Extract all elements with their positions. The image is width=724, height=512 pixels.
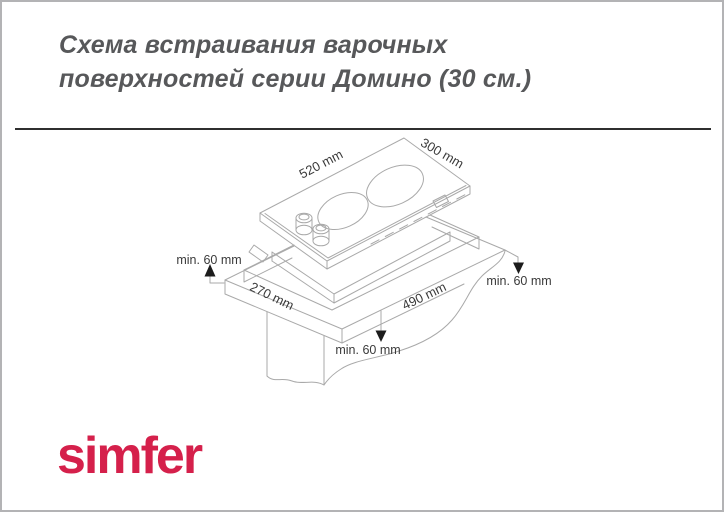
arrow-down-icon — [513, 262, 524, 274]
page-title: Схема встраивания варочных поверхностей … — [59, 28, 531, 96]
burner-small — [317, 191, 369, 231]
clearance-label-left: min. 60 mm — [176, 253, 241, 267]
simfer-logo: simfer — [57, 427, 203, 485]
countertop-surface — [224, 216, 506, 344]
dimension-label-cutout-width: 270 mm — [248, 279, 297, 313]
title-line-1: Схема встраивания варочных — [59, 31, 448, 59]
burner-large — [366, 164, 424, 208]
vent-slots — [370, 194, 466, 245]
dimension-label-cooktop-length: 520 mm — [297, 147, 346, 182]
torn-edge — [323, 250, 506, 386]
burner-housing — [248, 194, 451, 304]
clearance-label-front: min. 60 mm — [335, 343, 400, 357]
title-line-2: поверхностей серии Домино (30 см.) — [59, 65, 532, 93]
cabinet-front-panel — [266, 311, 325, 386]
knob-icon — [312, 223, 330, 247]
arrow-up-icon — [204, 264, 216, 277]
cooktop-drawing — [248, 137, 471, 304]
mounting-bracket — [248, 244, 269, 263]
cutout-opening — [243, 214, 480, 311]
title-divider — [15, 128, 711, 130]
arrow-down-icon — [375, 330, 387, 342]
clearance-label-right: min. 60 mm — [486, 274, 551, 288]
dimension-label-cutout-length: 490 mm — [400, 279, 449, 313]
dimension-arrows — [204, 262, 524, 342]
knob-icon — [295, 212, 313, 236]
mounting-bracket — [432, 194, 449, 208]
